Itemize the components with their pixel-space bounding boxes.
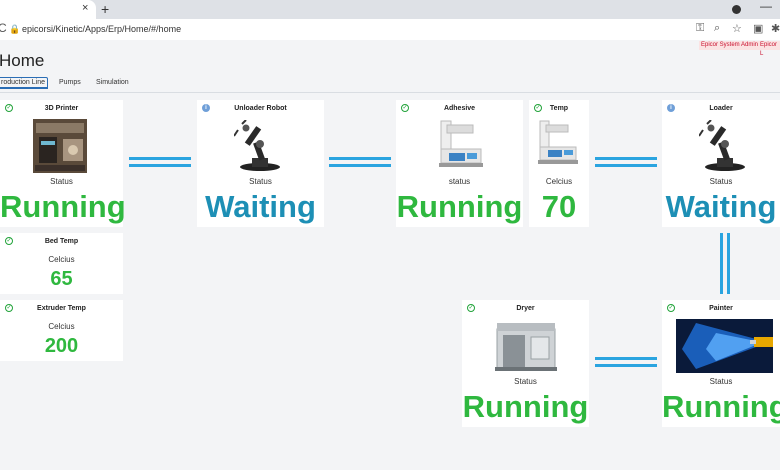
key-icon[interactable]: ⚿: [696, 22, 705, 34]
puzzle-icon[interactable]: ✱: [771, 23, 780, 35]
card-title: Dryer: [516, 305, 535, 312]
placeholder-cell: [329, 100, 391, 227]
card-temp[interactable]: ✓ Temp Celcius 70: [529, 100, 589, 227]
card-loader[interactable]: i Loader Status Waiting: [662, 100, 780, 227]
connector-line: [129, 164, 191, 167]
card-title: Loader: [709, 105, 733, 112]
temp-value: 70: [541, 189, 577, 224]
card-unloader-robot[interactable]: i Unloader Robot Status Waiting: [197, 100, 324, 227]
status-value: Waiting: [205, 189, 316, 224]
profile-icon[interactable]: [732, 5, 741, 14]
tab-bar: roduction Line Pumps Simulation: [0, 76, 780, 92]
adhesive-machine-image: [439, 120, 483, 167]
connector-line: [329, 164, 391, 167]
check-circle-icon: ✓: [5, 104, 13, 112]
browser-tab-strip: × + —: [0, 0, 780, 19]
status-value: Running: [662, 389, 780, 424]
status-label: Status: [249, 177, 272, 186]
user-badge: Epicor System Admin: [699, 41, 761, 50]
card-title: Temp: [549, 105, 569, 112]
connector-line: [595, 164, 657, 167]
status-label: Status: [709, 177, 733, 186]
page-title: Home: [0, 51, 45, 70]
temp-unit-label: Celcius: [48, 322, 75, 331]
dryer-booth-image: [495, 323, 557, 371]
zoom-icon[interactable]: ⌕: [714, 22, 721, 34]
extension-icon[interactable]: ▣: [753, 23, 764, 35]
card-title: 3D Printer: [44, 105, 79, 112]
card-dryer[interactable]: ✓ Dryer Status Running: [462, 300, 589, 427]
address-bar-row: C 🔒 epicorsi/Kinetic/Apps/Erp/Home/#/hom…: [0, 19, 780, 40]
check-circle-icon: ✓: [467, 304, 475, 312]
card-painter[interactable]: ✓ Painter Status Running: [662, 300, 780, 427]
tab-production-line[interactable]: roduction Line: [0, 77, 48, 89]
lock-icon: 🔒: [9, 24, 21, 34]
close-tab-icon[interactable]: ×: [82, 2, 89, 14]
reload-icon[interactable]: C: [0, 21, 7, 35]
tab-pumps[interactable]: Pumps: [59, 79, 81, 86]
status-value: Running: [0, 189, 126, 224]
printer-image: [33, 119, 87, 173]
temp-machine-image: [538, 120, 578, 164]
temp-value: 200: [44, 335, 79, 357]
card-3d-printer[interactable]: ✓ 3D Printer Status Running: [0, 100, 126, 227]
status-label: status: [448, 177, 471, 186]
robot-arm-image: [234, 120, 280, 171]
star-icon[interactable]: ☆: [732, 23, 742, 35]
connector-line: [595, 357, 657, 360]
url-field[interactable]: epicorsi/Kinetic/Apps/Erp/Home/#/home: [22, 24, 182, 34]
tab-divider: [0, 92, 780, 93]
placeholder-cell: [595, 300, 657, 427]
card-extruder-temp[interactable]: ✓ Extruder Temp Celcius 200: [0, 300, 123, 361]
status-label: Status: [50, 177, 73, 186]
connector-line: [720, 233, 723, 294]
check-circle-icon: ✓: [5, 237, 13, 245]
status-value: Running: [396, 189, 523, 224]
check-circle-icon: ✓: [534, 104, 542, 112]
check-circle-icon: ✓: [5, 304, 13, 312]
tab-simulation[interactable]: Simulation: [96, 79, 129, 86]
temp-value: 65: [50, 268, 73, 290]
check-circle-icon: ✓: [401, 104, 409, 112]
card-adhesive[interactable]: ✓ Adhesive status Running: [396, 100, 523, 227]
paint-spray-image: [676, 319, 773, 373]
temp-unit-label: Celcius: [48, 255, 75, 264]
card-title: Painter: [709, 305, 733, 312]
placeholder-cell: [129, 100, 191, 227]
status-value: Running: [462, 389, 589, 424]
card-title: Unloader Robot: [234, 105, 287, 112]
info-icon: i: [202, 104, 210, 112]
browser-tab[interactable]: ×: [0, 0, 96, 19]
company-badge: Epicor L: [758, 41, 780, 57]
connector-line: [595, 364, 657, 367]
connector-line: [595, 157, 657, 160]
placeholder-cell: [595, 100, 657, 227]
card-title: Adhesive: [443, 105, 476, 112]
card-title: Extruder Temp: [37, 305, 86, 312]
connector-line: [329, 157, 391, 160]
card-title: Bed Temp: [44, 238, 79, 245]
status-value: Waiting: [665, 189, 777, 224]
status-label: Status: [709, 377, 733, 386]
connector-line: [129, 157, 191, 160]
info-icon: i: [667, 104, 675, 112]
check-circle-icon: ✓: [667, 304, 675, 312]
status-label: Status: [514, 377, 537, 386]
minimize-icon[interactable]: —: [760, 0, 772, 13]
robot-arm-image: [699, 120, 745, 171]
new-tab-icon[interactable]: +: [101, 1, 110, 17]
connector-line: [727, 233, 730, 294]
temp-unit-label: Celcius: [545, 177, 573, 186]
card-bed-temp[interactable]: ✓ Bed Temp Celcius 65: [0, 233, 123, 294]
